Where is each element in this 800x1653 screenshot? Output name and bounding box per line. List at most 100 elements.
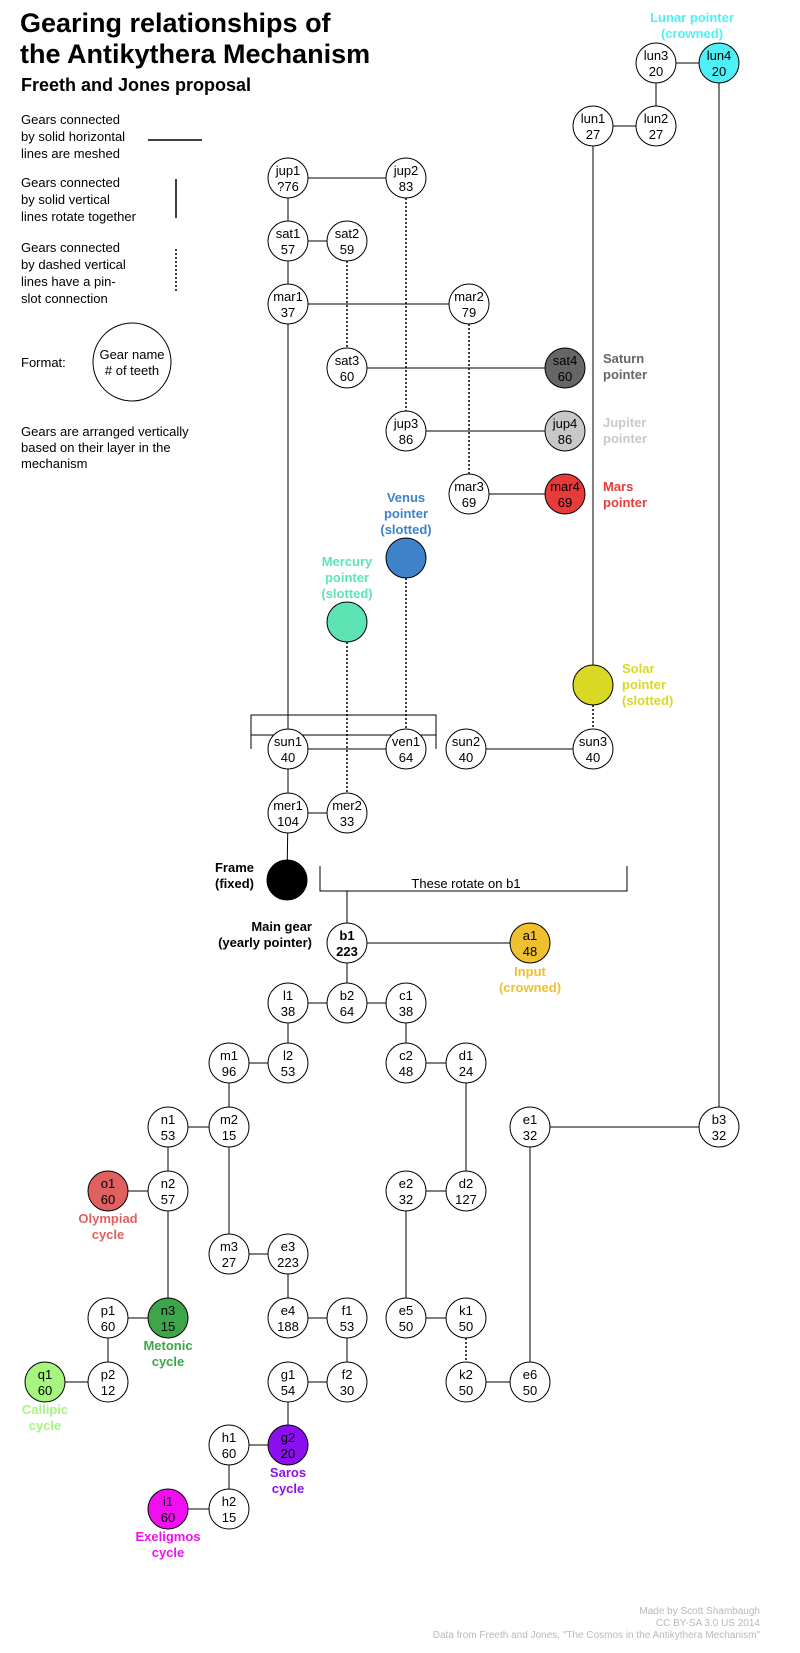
gear-teeth: 48 — [399, 1064, 413, 1079]
gear-circle — [267, 1424, 309, 1466]
gear-teeth: 38 — [281, 1004, 295, 1019]
credit-license: CC BY-SA 3.0 US 2014 — [655, 1618, 760, 1629]
label-lunar: Lunar pointer(crowned) — [650, 10, 734, 41]
gear-teeth: 50 — [523, 1383, 537, 1398]
label-line: Callipic — [22, 1402, 68, 1417]
gear-name: e6 — [523, 1367, 537, 1382]
legend-meshed-text: by solid horizontal — [21, 129, 125, 144]
gear-teeth: 54 — [281, 1383, 295, 1398]
gear-teeth: 53 — [281, 1064, 295, 1079]
legend-layers-text: mechanism — [21, 456, 87, 471]
label-line: cycle — [272, 1481, 305, 1496]
legend-together-text: by solid vertical — [21, 192, 110, 207]
gear-circle — [326, 1361, 368, 1403]
label-frame: Frame(fixed) — [215, 860, 254, 891]
gear-circle — [24, 1361, 66, 1403]
gear-name: c2 — [399, 1048, 413, 1063]
gear-name: d1 — [459, 1048, 473, 1063]
gear-name: mar3 — [454, 479, 484, 494]
gear-connections — [45, 62, 720, 1510]
gear-name: g2 — [281, 1430, 295, 1445]
gear-teeth: 24 — [459, 1064, 473, 1079]
label-line: Saturn — [603, 351, 644, 366]
gear-teeth: 20 — [649, 64, 663, 79]
gear-teeth: 188 — [277, 1319, 299, 1334]
gear-name: g1 — [281, 1367, 295, 1382]
gear-circle — [445, 1297, 487, 1339]
gear-name: mer1 — [273, 798, 303, 813]
gear-circle — [267, 792, 309, 834]
gear-name: n3 — [161, 1303, 175, 1318]
gear-circle — [544, 347, 586, 389]
label-line: cycle — [92, 1227, 125, 1242]
label-line: pointer — [325, 570, 369, 585]
gear-name: m2 — [220, 1112, 238, 1127]
label-line: Saros — [270, 1465, 306, 1480]
gear-circle — [326, 1297, 368, 1339]
label-line: (fixed) — [215, 876, 254, 891]
gear-teeth: 50 — [459, 1383, 473, 1398]
gear-name: b3 — [712, 1112, 726, 1127]
label-line: pointer — [384, 506, 428, 521]
gear-circle — [267, 1361, 309, 1403]
gear-name: m3 — [220, 1239, 238, 1254]
label-line: Solar — [622, 661, 655, 676]
gear-solar — [572, 664, 614, 706]
gear-teeth: 60 — [222, 1446, 236, 1461]
gear-teeth: 32 — [399, 1192, 413, 1207]
gear-circle — [385, 728, 427, 770]
legend-meshed-text: lines are meshed — [21, 146, 120, 161]
gear-teeth: 40 — [459, 750, 473, 765]
gear-jup1: jup1?76 — [267, 157, 309, 199]
legend-format-circle — [92, 322, 172, 402]
label-line: Lunar pointer — [650, 10, 734, 25]
label-line: Frame — [215, 860, 254, 875]
gear-circle — [509, 922, 551, 964]
gear-circle — [445, 1042, 487, 1084]
gear-circle — [208, 1106, 250, 1148]
gear-teeth: 60 — [38, 1383, 52, 1398]
gear-name: o1 — [101, 1176, 115, 1191]
gear-circle — [544, 473, 586, 515]
gear-teeth: 37 — [281, 305, 295, 320]
gear-circle — [445, 1170, 487, 1212]
label-line: cycle — [152, 1545, 185, 1560]
gear-name: h2 — [222, 1494, 236, 1509]
gear-circle — [385, 1170, 427, 1212]
gear-name: p1 — [101, 1303, 115, 1318]
gear-teeth: 53 — [340, 1319, 354, 1334]
gear-teeth: 86 — [399, 432, 413, 447]
gear-circle — [385, 537, 427, 579]
page-subtitle: Freeth and Jones proposal — [21, 75, 252, 95]
gear-name: lun1 — [581, 111, 606, 126]
gear-circle — [267, 220, 309, 262]
label-line: Exeligmos — [135, 1529, 200, 1544]
gear-teeth: 60 — [101, 1192, 115, 1207]
label-line: (slotted) — [321, 586, 372, 601]
gear-name: m1 — [220, 1048, 238, 1063]
